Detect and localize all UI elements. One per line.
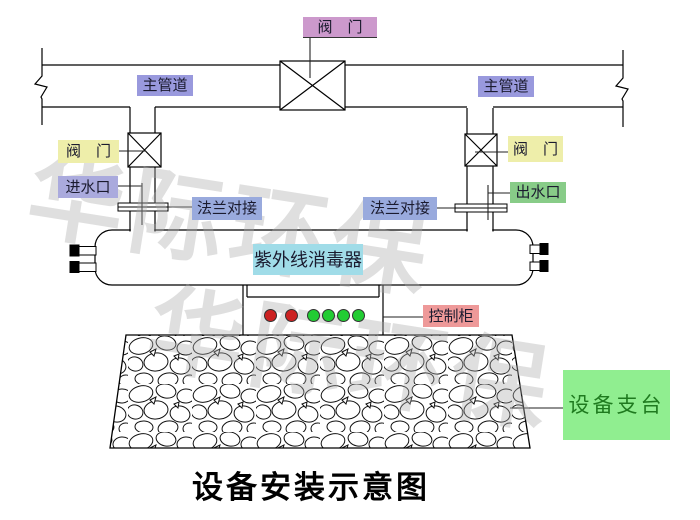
vessel-nozzles	[69, 243, 549, 273]
label-uv-sterilizer: 紫外线消毒器	[253, 244, 363, 275]
indicator-led	[263, 309, 277, 322]
indicator-led	[351, 309, 365, 322]
control-cabinet-box	[242, 285, 384, 335]
pipe-break-left	[33, 48, 48, 125]
indicator-led	[284, 309, 298, 322]
label-control-cabinet: 控制柜	[423, 305, 479, 327]
label-valve-right: 阀 门	[508, 136, 563, 162]
label-support-platform: 设备支台	[563, 370, 670, 440]
leader-lines	[117, 38, 563, 409]
label-water-outlet: 出水口	[510, 182, 566, 203]
indicator-led	[306, 309, 320, 322]
label-main-pipe-right: 主管道	[478, 76, 534, 97]
support-platform-base	[109, 334, 531, 449]
label-valve-top: 阀 门	[303, 17, 377, 38]
label-flange-left: 法兰对接	[192, 197, 262, 220]
label-water-inlet: 进水口	[58, 176, 118, 198]
pipe-break-right	[614, 50, 629, 127]
valve-symbol-right	[464, 133, 498, 167]
flange-right-symbol	[454, 203, 508, 213]
indicator-led	[321, 309, 335, 322]
valve-symbol-left	[127, 132, 162, 168]
branch-pipes	[129, 107, 494, 205]
label-main-pipe-left: 主管道	[137, 75, 193, 96]
flange-left-symbol	[117, 202, 169, 212]
label-valve-left: 阀 门	[58, 140, 119, 163]
page-title: 设备安装示意图	[192, 470, 430, 505]
label-flange-right: 法兰对接	[363, 197, 437, 220]
valve-symbol-top	[279, 60, 346, 111]
indicator-led	[336, 309, 350, 322]
